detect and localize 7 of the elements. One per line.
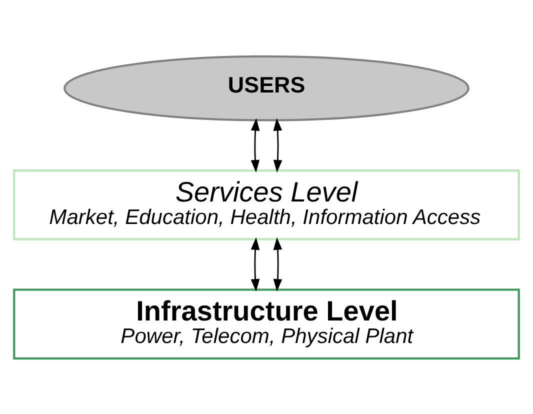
node-box: Infrastructure Level Power, Telecom, Physical Plant [13, 288, 520, 359]
arrow [250, 118, 260, 172]
arrow [250, 236, 260, 292]
arrow [273, 236, 282, 292]
arrow [273, 118, 282, 172]
node-box: Services Level Market, Education, Health, Information Access [13, 168, 520, 240]
node-ellipse: USERS [64, 54, 470, 121]
